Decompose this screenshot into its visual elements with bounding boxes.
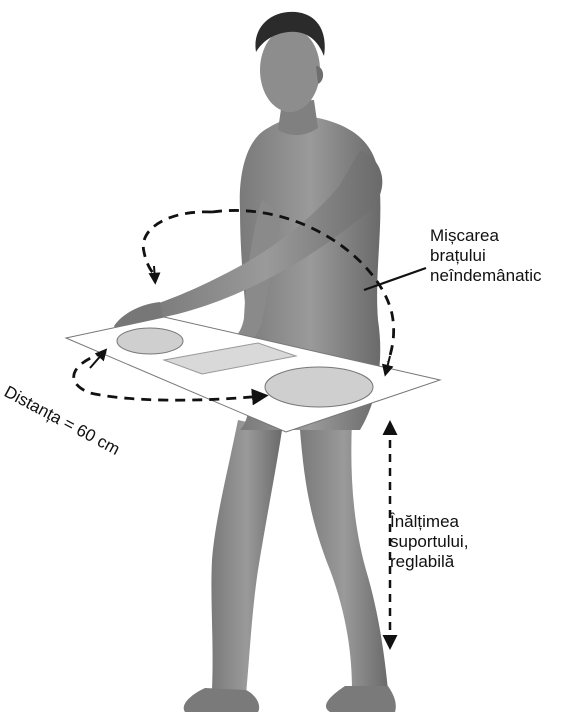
right-leg xyxy=(300,420,388,690)
right-target xyxy=(265,367,373,407)
left-foot xyxy=(184,688,259,712)
left-leg xyxy=(211,420,282,695)
arm-movement-line-2: brațului xyxy=(430,246,542,266)
support-height-line-2: suportului, xyxy=(390,532,468,552)
arm-movement-label: Mișcarea brațului neîndemânatic xyxy=(430,226,542,286)
support-height-label: Înălțimea suportului, reglabilă xyxy=(390,512,468,572)
support-height-line-3: reglabilă xyxy=(390,552,468,572)
right-foot xyxy=(326,686,396,712)
arm-movement-line-3: neîndemânatic xyxy=(430,266,542,286)
arm-movement-line-1: Mișcarea xyxy=(430,226,542,246)
head xyxy=(260,28,320,112)
support-height-line-1: Înălțimea xyxy=(390,512,468,532)
left-target xyxy=(117,328,183,354)
